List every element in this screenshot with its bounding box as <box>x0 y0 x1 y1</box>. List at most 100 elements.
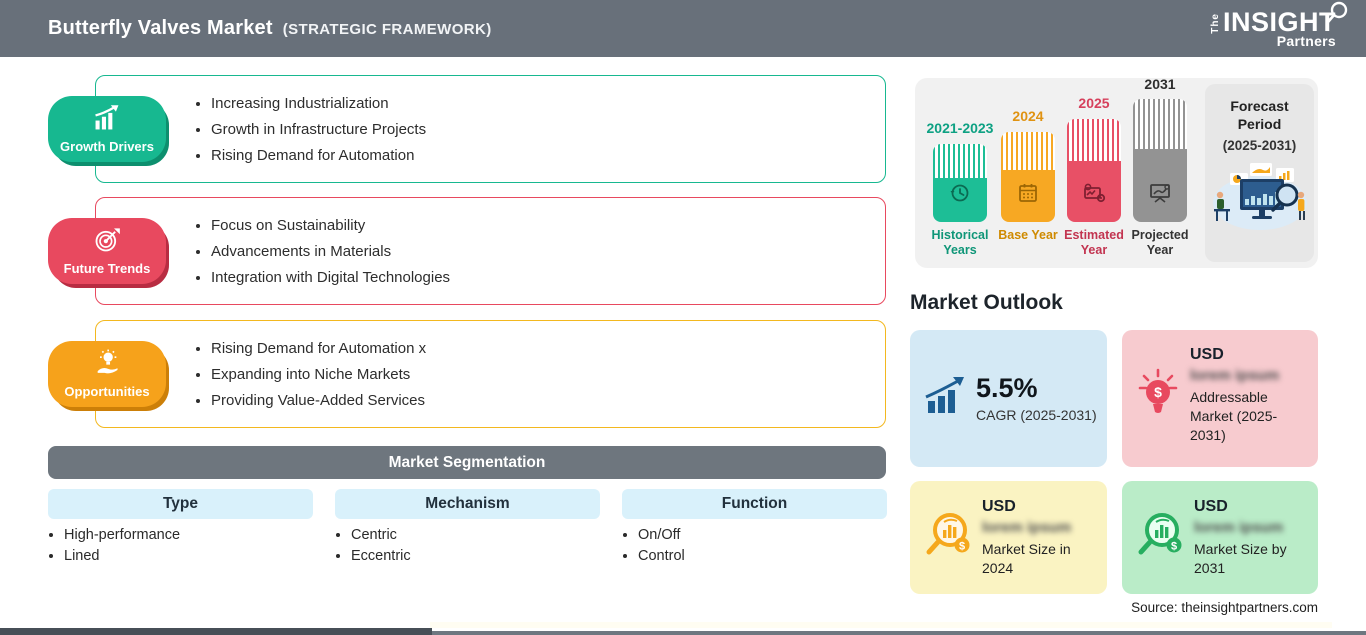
opportunities-box: Rising Demand for Automation x Expanding… <box>95 320 886 428</box>
future-trends-box: Focus on Sustainability Advancements in … <box>95 197 886 305</box>
bar-stripes <box>1001 132 1055 170</box>
magnifier-icon <box>1324 1 1350 32</box>
estimate-gear-icon <box>1081 181 1107 210</box>
timeline-label-historical: Historical Years <box>931 228 989 257</box>
bar-solid <box>933 178 987 222</box>
blurred-value: lorem ipsum <box>1194 518 1284 536</box>
badge-label: Growth Drivers <box>60 139 154 154</box>
blurred-value: lorem ipsum <box>1190 367 1280 384</box>
target-icon <box>92 226 122 259</box>
column-items: On/Off Control <box>622 527 887 564</box>
bar-solid <box>1067 161 1121 222</box>
timeline-label-base: Base Year <box>998 228 1058 242</box>
bulb-dollar-icon: $ <box>1134 364 1182 425</box>
list-item: Integration with Digital Technologies <box>211 269 450 286</box>
list-item: Growth in Infrastructure Projects <box>211 121 426 138</box>
bar-stripes <box>1133 99 1187 149</box>
header-bar: Butterfly Valves Market (STRATEGIC FRAME… <box>0 0 1366 57</box>
list-item: Rising Demand for Automation x <box>211 340 426 357</box>
list-item: Centric <box>351 527 600 543</box>
bar-stripes <box>1067 119 1121 161</box>
bottom-cream-strip <box>430 622 1332 628</box>
timeline-year-projected: 2031 <box>1144 76 1176 92</box>
forecast-period-range: (2025-2031) <box>1222 138 1297 153</box>
segmentation-column-function: Function On/Off Control <box>622 489 887 569</box>
market-outlook-title: Market Outlook <box>910 291 1063 314</box>
header-titles: Butterfly Valves Market (STRATEGIC FRAME… <box>48 17 492 40</box>
list-item: Control <box>638 548 887 564</box>
page-title: Butterfly Valves Market <box>48 17 273 39</box>
card-label: Market Size by 2031 <box>1194 540 1287 576</box>
opportunities-list: Rising Demand for Automation x Expanding… <box>96 331 426 418</box>
column-header: Mechanism <box>335 489 600 519</box>
list-item: Eccentric <box>351 548 600 564</box>
timeline-year-base: 2024 <box>1012 108 1044 124</box>
forecast-period-panel: Forecast Period (2025-2031) <box>1205 84 1314 262</box>
source-attribution: Source: theinsightpartners.com <box>1131 600 1318 615</box>
market-size-2031-card: $ USD lorem ipsum Market Size by 2031 <box>1122 481 1318 594</box>
future-trends-list: Focus on Sustainability Advancements in … <box>96 208 450 295</box>
cagr-value: 5.5% <box>976 373 1038 404</box>
cagr-label: CAGR (2025-2031) <box>976 406 1097 423</box>
bar-solid <box>1133 149 1187 222</box>
list-item: Rising Demand for Automation <box>211 147 426 164</box>
logo-the-text: The <box>1209 12 1221 34</box>
growth-drivers-box: Increasing Industrialization Growth in I… <box>95 75 886 183</box>
growth-chart-icon <box>91 104 123 137</box>
list-item: Expanding into Niche Markets <box>211 366 426 383</box>
future-trends-badge: Future Trends <box>48 218 166 284</box>
cagr-card: 5.5% CAGR (2025-2031) <box>910 330 1107 467</box>
timeline-bar-projected <box>1133 99 1187 222</box>
svg-text:$: $ <box>959 541 965 553</box>
list-item: Lined <box>64 548 313 564</box>
currency-label: USD <box>1190 346 1224 363</box>
magnifier-chart-orange-icon: $ <box>922 508 974 567</box>
segmentation-column-mechanism: Mechanism Centric Eccentric <box>335 489 600 569</box>
list-item: On/Off <box>638 527 887 543</box>
column-header: Type <box>48 489 313 519</box>
svg-text:$: $ <box>1171 541 1177 553</box>
column-items: Centric Eccentric <box>335 527 600 564</box>
bar-stripes <box>933 144 987 178</box>
insight-partners-logo: The INSIGHT Partners <box>1209 1 1348 49</box>
market-segmentation-bar: Market Segmentation <box>48 446 886 479</box>
blurred-value: lorem ipsum <box>982 518 1072 536</box>
growth-drivers-badge: Growth Drivers <box>48 96 166 162</box>
timeline-bar-base <box>1001 132 1055 222</box>
calendar-icon <box>1016 181 1040 210</box>
page-subtitle: (STRATEGIC FRAMEWORK) <box>282 21 492 38</box>
bar-solid <box>1001 170 1055 222</box>
currency-label: USD <box>982 497 1016 515</box>
badge-label: Future Trends <box>63 261 151 276</box>
timeline-year-historical: 2021-2023 <box>926 120 994 136</box>
list-item: Advancements in Materials <box>211 243 450 260</box>
growth-drivers-list: Increasing Industrialization Growth in I… <box>96 86 426 173</box>
segmentation-column-type: Type High-performance Lined <box>48 489 313 569</box>
timeline-label-estimated: Estimated Year <box>1064 228 1124 257</box>
analytics-illustration <box>1210 159 1310 238</box>
list-item: Providing Value-Added Services <box>211 392 426 409</box>
presentation-icon <box>1147 181 1173 210</box>
timeline-bar-historical <box>933 144 987 222</box>
list-item: Focus on Sustainability <box>211 217 450 234</box>
market-size-2024-card: $ USD lorem ipsum Market Size in 2024 <box>910 481 1107 594</box>
list-item: High-performance <box>64 527 313 543</box>
opportunities-badge: Opportunities <box>48 341 166 407</box>
logo-partners-text: Partners <box>1276 32 1336 49</box>
logo-insight-text: INSIGHT <box>1222 6 1336 37</box>
hand-bulb-icon <box>92 349 122 382</box>
cagr-chart-icon <box>922 375 968 422</box>
column-header: Function <box>622 489 887 519</box>
timeline-label-projected: Projected Year <box>1131 228 1189 257</box>
bottom-dark-strip <box>0 628 432 635</box>
forecast-period-title: Forecast Period <box>1230 98 1289 132</box>
badge-label: Opportunities <box>64 384 150 399</box>
currency-label: USD <box>1194 497 1228 515</box>
addressable-market-card: $ USD lorem ipsum Addressable Market (20… <box>1122 330 1318 467</box>
svg-text:$: $ <box>1154 384 1162 400</box>
timeline-bar-estimated <box>1067 119 1121 222</box>
timeline-year-estimated: 2025 <box>1078 95 1110 111</box>
card-label: Market Size in 2024 <box>982 540 1071 576</box>
column-items: High-performance Lined <box>48 527 313 564</box>
